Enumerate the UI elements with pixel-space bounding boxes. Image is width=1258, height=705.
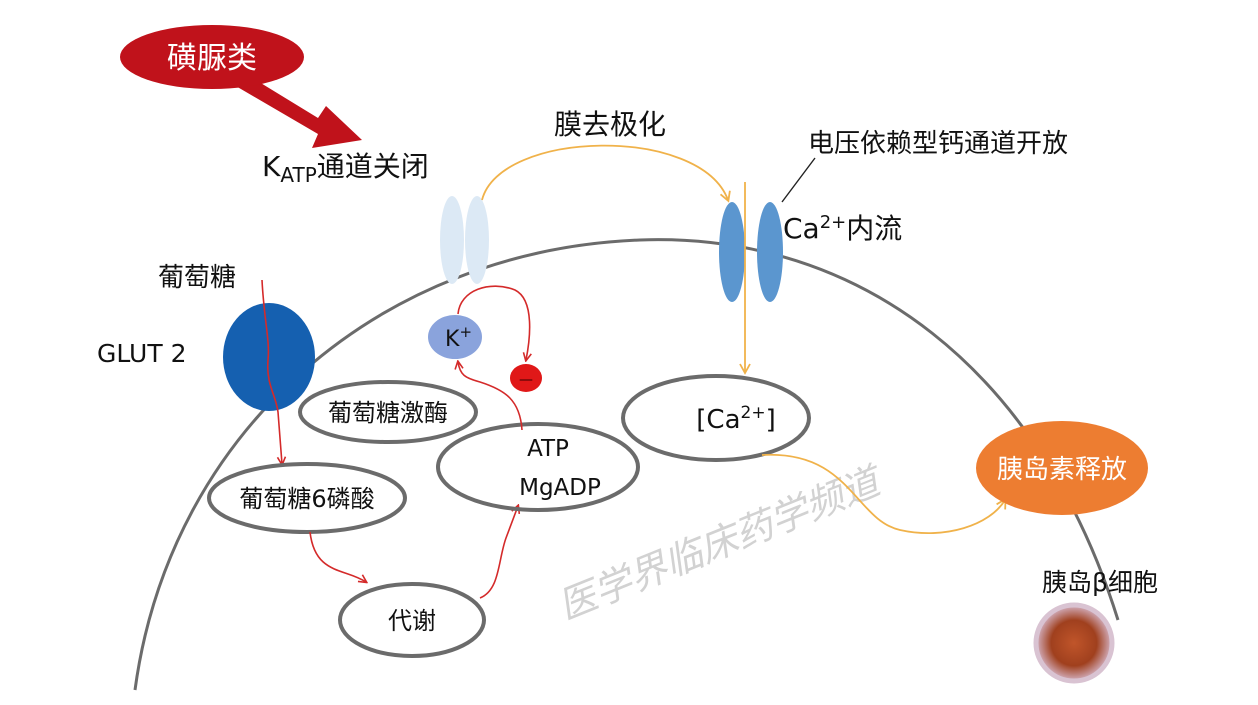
minus-label: — (519, 372, 533, 388)
glucose-path (261, 279, 282, 464)
atp-ellipse (436, 422, 640, 512)
inhibition-minus (510, 364, 542, 392)
katp-channel-right (465, 196, 489, 284)
k-ion-sup: + (459, 323, 472, 341)
atp-label: ATP (527, 436, 569, 462)
vgcc-label: 电压依赖型钙通道开放 (808, 129, 1068, 159)
g6p-to-metabolism (309, 531, 366, 582)
ca-conc-ellipse (621, 374, 811, 462)
ca-conc-close: ] (766, 405, 776, 435)
k-ion-base: K (445, 327, 460, 352)
drug-label: 磺脲类 (167, 41, 257, 76)
g6p-label: 葡萄糖6磷酸 (239, 485, 374, 513)
depolarization-label: 膜去极化 (554, 108, 666, 141)
metabolism-ellipse (338, 582, 486, 658)
ca-conc-open: [Ca (696, 405, 740, 435)
beta-cell-image-rim (1033, 602, 1115, 684)
glucokinase-ellipse (298, 380, 478, 444)
cell-membrane (133, 238, 1120, 691)
depolarization-arrow (481, 144, 731, 203)
vgcc-pointer (781, 157, 816, 203)
glucokinase-label: 葡萄糖激酶 (328, 399, 448, 427)
glucose-label: 葡萄糖 (158, 263, 236, 293)
ca-to-insulin (761, 454, 1007, 534)
metabolism-to-atp (479, 506, 518, 599)
drug-ellipse (120, 25, 304, 89)
g6p-ellipse (207, 462, 407, 534)
metabolism-label: 代谢 (388, 607, 436, 635)
katp-channel-left (440, 196, 464, 284)
ca-channel-right (757, 202, 783, 302)
glut2-label: GLUT 2 (97, 339, 186, 368)
ca-influx-label: Ca2+内流 (783, 212, 902, 245)
katp-k: K (262, 150, 281, 183)
ca-influx-base: Ca (783, 212, 820, 245)
katp-label: KATP通道关闭 (262, 150, 429, 187)
ca-conc-label: [Ca2+] (696, 403, 775, 435)
k-ion (428, 315, 482, 359)
k-blocked-arrow (457, 285, 530, 360)
watermark: 医学界临床药学频道 (552, 458, 890, 629)
katp-rest: 通道关闭 (317, 150, 429, 183)
atp-to-k (458, 362, 523, 431)
ca-conc-sup: 2+ (741, 403, 766, 423)
ca-channel-left (719, 202, 745, 302)
insulin-release-label: 胰岛素释放 (997, 455, 1127, 485)
insulin-release (976, 421, 1148, 515)
mgadp-label: MgADP (519, 475, 601, 501)
katp-sub: ATP (280, 163, 316, 187)
ca-influx-rest: 内流 (846, 212, 902, 245)
beta-cell-label: 胰岛β细胞 (1042, 568, 1158, 597)
beta-cell-image (1036, 605, 1112, 681)
k-ion-label: K+ (445, 323, 472, 352)
ca-influx-sup: 2+ (820, 212, 847, 233)
